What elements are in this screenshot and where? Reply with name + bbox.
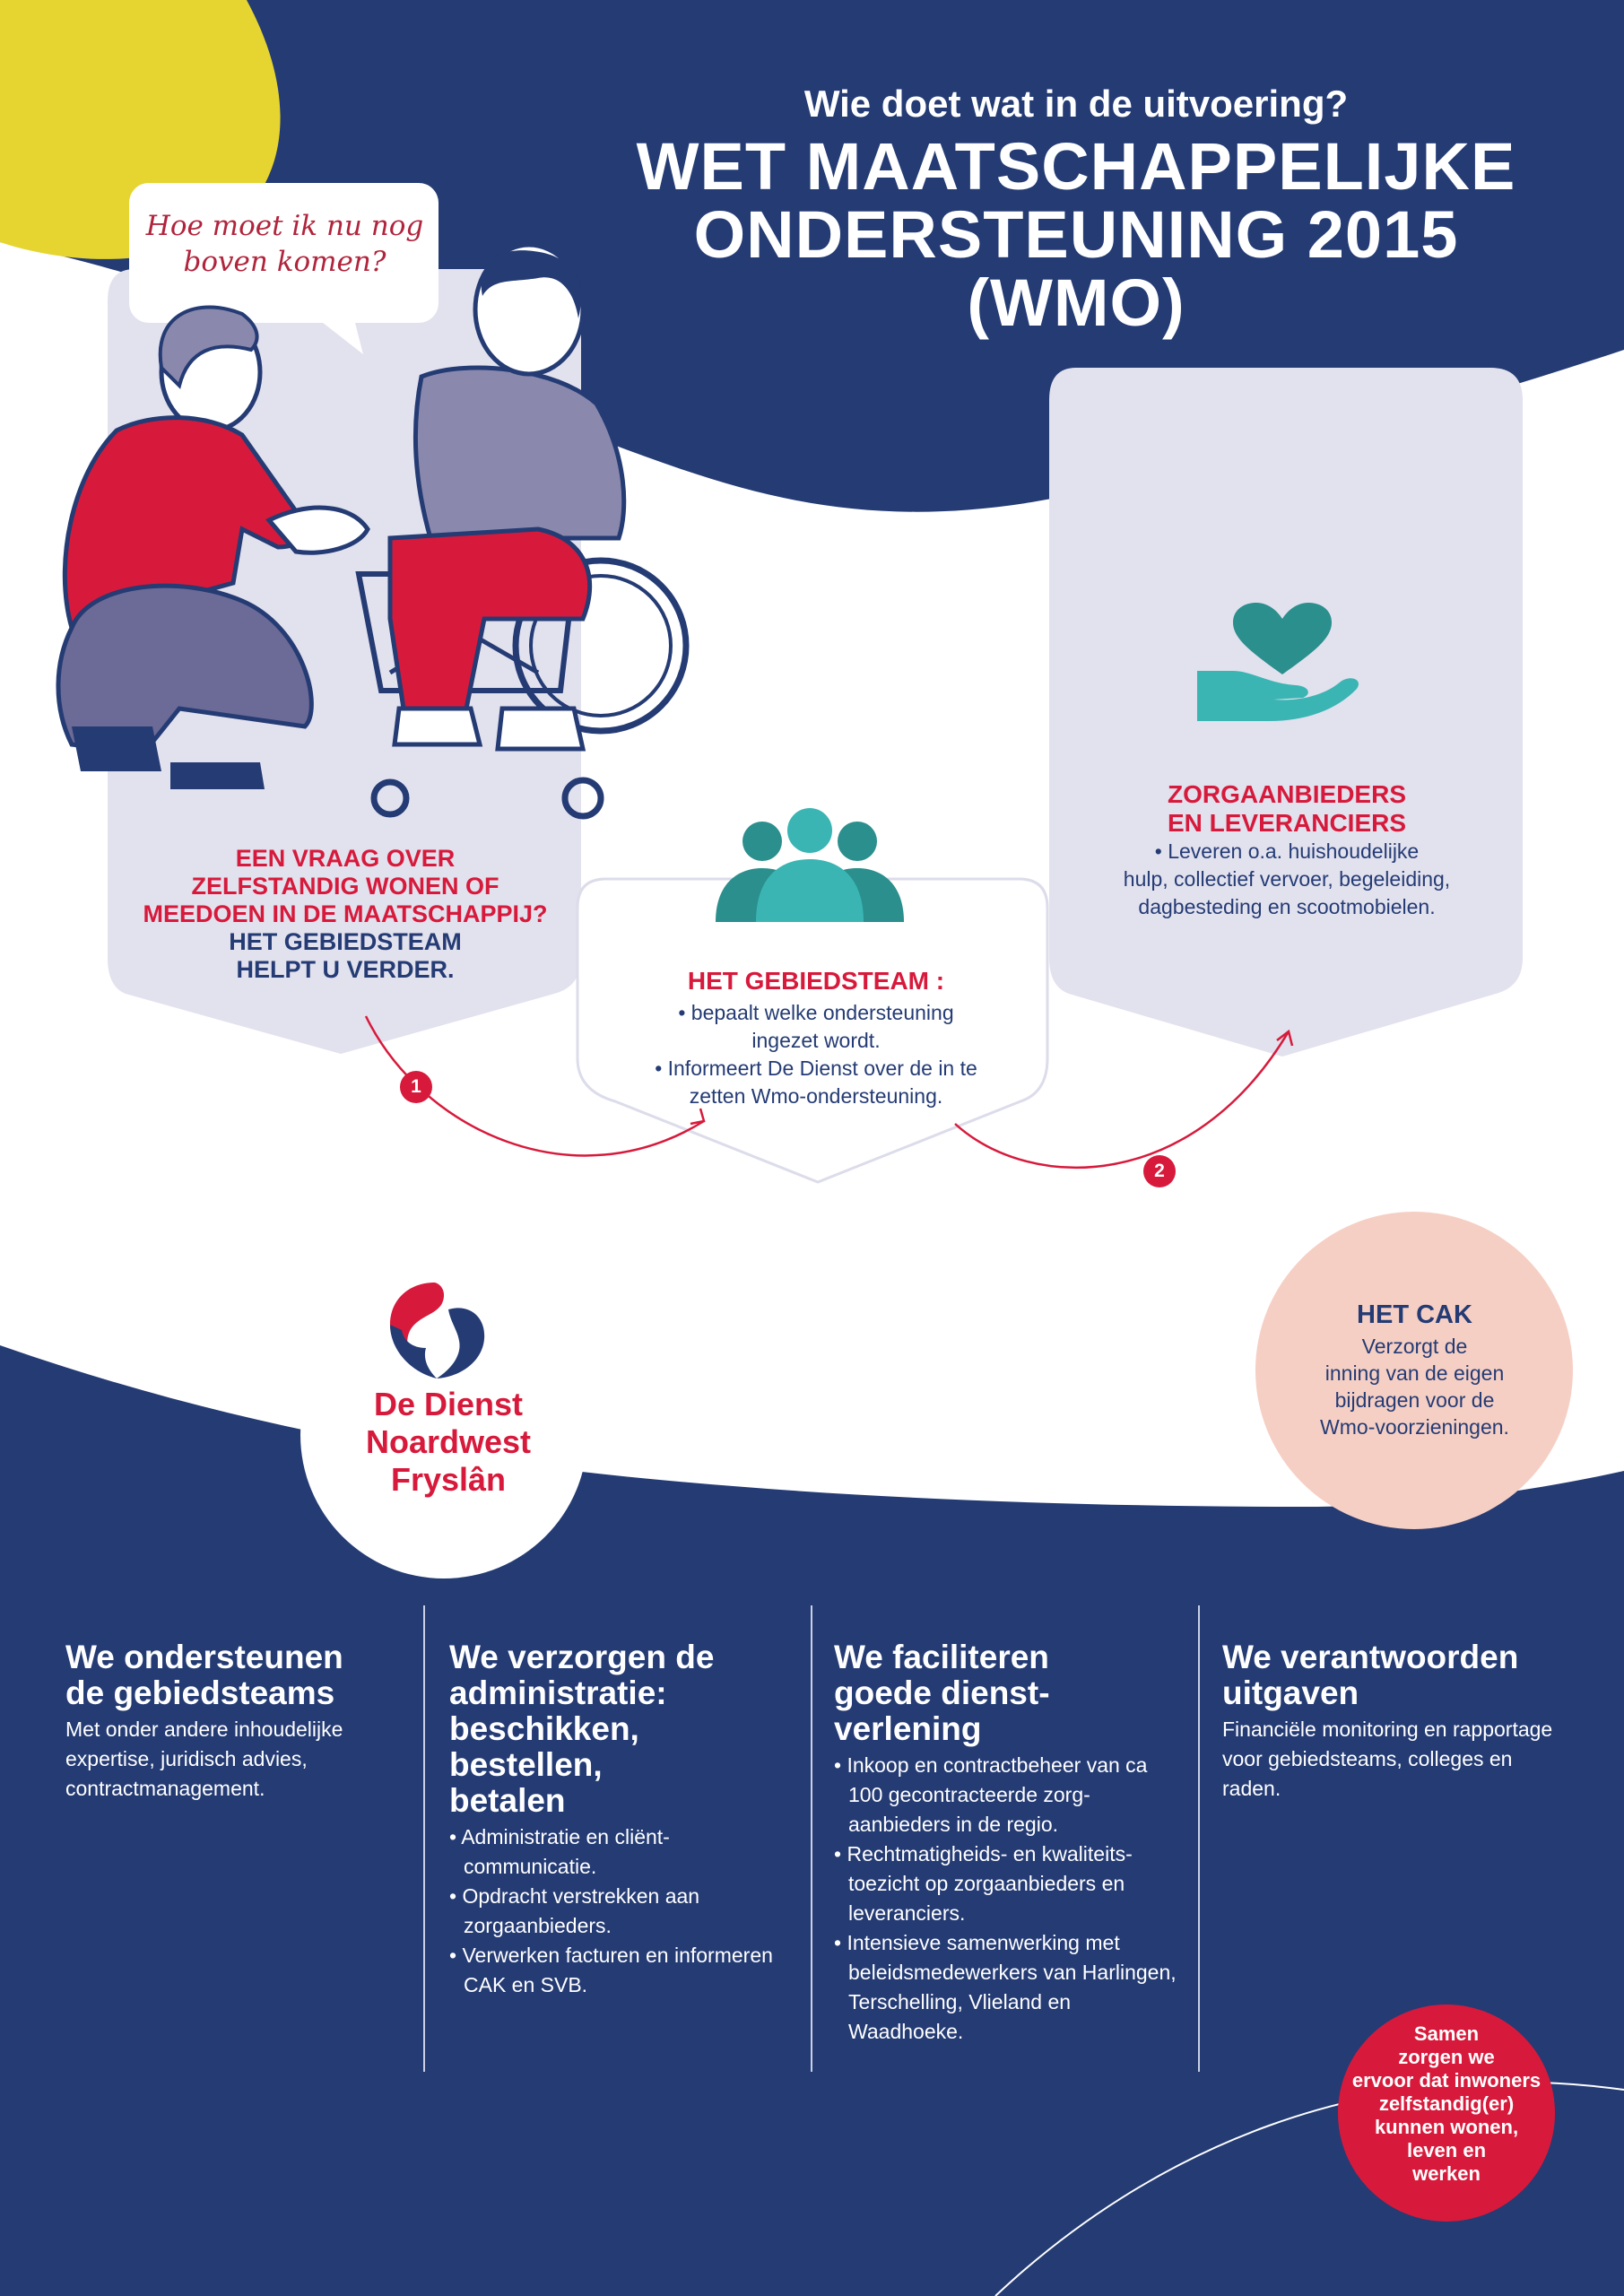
- column-bullets: Inkoop en contractbeheer van ca 100 geco…: [834, 1751, 1184, 2047]
- speech-bubble: [129, 183, 439, 323]
- samen-text: Samen zorgen we ervoor dat inwoners zelf…: [1338, 2022, 1555, 2186]
- column-heading: We verzorgen de administratie: beschikke…: [449, 1639, 799, 1819]
- column-text: Financiële monitoring en rapportage voor…: [1222, 1718, 1553, 1800]
- gebiedsteam-line: zetten Wmo-ondersteuning.: [689, 1084, 943, 1108]
- cak-line: bijdragen voor de: [1334, 1388, 1495, 1412]
- column-heading: We verantwoorden uitgaven: [1222, 1639, 1572, 1711]
- heading-line: We verzorgen de: [449, 1639, 715, 1675]
- cak-line: inning van de eigen: [1324, 1361, 1505, 1385]
- bullet-item: Opdracht verstrekken aan zorgaanbieders.: [449, 1882, 799, 1941]
- column-administratie: We verzorgen de administratie: beschikke…: [449, 1639, 799, 2000]
- de-dienst-logo-text: De Dienst Noardwest Fryslân: [300, 1386, 596, 1499]
- step-2-badge: 2: [1143, 1155, 1176, 1187]
- elderly-man: [387, 242, 627, 752]
- samen-line: werken: [1412, 2162, 1481, 2185]
- logo-line: De Dienst: [373, 1386, 524, 1422]
- gebiedsteam-line: • Informeert De Dienst over de in te: [655, 1057, 977, 1080]
- column-divider: [423, 1605, 425, 2072]
- samen-line: Samen: [1413, 2022, 1480, 2045]
- zorg-line: • Leveren o.a. huishoudelijke: [1154, 839, 1420, 863]
- heading-line: verlening: [834, 1710, 982, 1747]
- column-bullets: Administratie en cliënt-communicatie. Op…: [449, 1822, 799, 2000]
- title-line: (WMO): [967, 265, 1185, 340]
- column-heading: We ondersteunen de gebiedsteams: [65, 1639, 415, 1711]
- answer-text: HET GEBIEDSTEAM HELPT U VERDER.: [108, 928, 583, 984]
- column-ondersteunen: We ondersteunen de gebiedsteams Met onde…: [65, 1639, 415, 1804]
- samen-badge: [1338, 2005, 1555, 2222]
- answer-line: HET GEBIEDSTEAM: [229, 928, 462, 955]
- step-1-badge: 1: [400, 1071, 432, 1103]
- caregiver: [56, 305, 370, 789]
- heading-line: betalen: [449, 1782, 566, 1819]
- heart-hand-icon: [1197, 603, 1359, 721]
- column-divider: [811, 1605, 812, 2072]
- samen-line: ervoor dat inwoners: [1351, 2069, 1541, 2092]
- gebiedsteam-line: ingezet wordt.: [751, 1029, 881, 1052]
- heading-line: goede dienst-: [834, 1674, 1050, 1711]
- speech-line: boven komen?: [183, 246, 386, 278]
- bullet-item: Rechtmatigheids- en kwaliteits-toezicht …: [834, 1839, 1184, 1928]
- gebiedsteam-title: HET GEBIEDSTEAM :: [687, 967, 945, 995]
- cak-title: HET CAK: [1357, 1300, 1472, 1329]
- title-line: ONDERSTEUNING 2015: [693, 197, 1459, 272]
- samen-line: zorgen we: [1398, 2046, 1495, 2068]
- question-text: EEN VRAAG OVER ZELFSTANDIG WONEN OF MEED…: [108, 845, 583, 928]
- column-divider: [1198, 1605, 1200, 2072]
- question-line: EEN VRAAG OVER: [235, 845, 456, 872]
- zorg-line: hulp, collectief vervoer, begeleiding,: [1123, 867, 1451, 891]
- zorg-line: dagbesteding en scootmobielen.: [1138, 895, 1436, 918]
- heading-line: We verantwoorden: [1222, 1639, 1519, 1675]
- column-verantwoorden: We verantwoorden uitgaven Financiële mon…: [1222, 1639, 1572, 1804]
- heading-line: beschikken,: [449, 1710, 639, 1747]
- question-line: ZELFSTANDIG WONEN OF: [191, 873, 499, 900]
- column-text: Met onder andere inhoudelijke expertise,…: [65, 1718, 343, 1800]
- logo-line: Noardwest: [365, 1423, 532, 1460]
- cak-text: Verzorgt de inning van de eigen bijdrage…: [1260, 1333, 1569, 1440]
- column-faciliteren: We faciliteren goede dienst- verlening I…: [834, 1639, 1184, 2047]
- samen-line: leven en: [1406, 2139, 1487, 2161]
- zorg-title-line: EN LEVERANCIERS: [1167, 809, 1407, 837]
- cak-line: Wmo-voorzieningen.: [1320, 1415, 1509, 1439]
- samen-line: kunnen wonen,: [1374, 2116, 1519, 2138]
- bullet-item: Administratie en cliënt-communicatie.: [449, 1822, 799, 1882]
- heading-line: We faciliteren: [834, 1639, 1049, 1675]
- column-heading: We faciliteren goede dienst- verlening: [834, 1639, 1184, 1747]
- zorg-text: • Leveren o.a. huishoudelijke hulp, coll…: [1049, 838, 1524, 921]
- speech-line: Hoe moet ik nu nog: [145, 210, 424, 242]
- heading-line: uitgaven: [1222, 1674, 1359, 1711]
- gebiedsteam-line: • bepaalt welke ondersteuning: [678, 1001, 954, 1024]
- title-line: WET MAATSCHAPPELIJKE: [636, 129, 1516, 204]
- cak-line: Verzorgt de: [1361, 1335, 1468, 1358]
- heading-line: bestellen,: [449, 1746, 603, 1783]
- bullet-item: Verwerken facturen en informeren CAK en …: [449, 1941, 799, 2000]
- answer-line: HELPT U VERDER.: [236, 956, 455, 983]
- speech-text: Hoe moet ik nu nog boven komen?: [135, 208, 435, 280]
- bullet-item: Inkoop en contractbeheer van ca 100 geco…: [834, 1751, 1184, 1839]
- caregiver-wheelchair-illustration: [56, 242, 690, 820]
- heading-line: We ondersteunen: [65, 1639, 343, 1675]
- zorg-title: ZORGAANBIEDERS EN LEVERANCIERS: [1049, 780, 1524, 838]
- page-title: WET MAATSCHAPPELIJKE ONDERSTEUNING 2015 …: [502, 133, 1624, 337]
- bullet-item: Intensieve samenwerking met beleidsmedew…: [834, 1928, 1184, 2047]
- question-line: MEEDOEN IN DE MAATSCHAPPIJ?: [143, 900, 548, 927]
- gebiedsteam-text: • bepaalt welke ondersteuning ingezet wo…: [583, 999, 1049, 1110]
- logo-line: Fryslân: [390, 1461, 507, 1498]
- zorg-title-line: ZORGAANBIEDERS: [1167, 780, 1406, 808]
- people-group-icon: [716, 808, 904, 922]
- subtitle: Wie doet wat in de uitvoering?: [803, 83, 1349, 125]
- de-dienst-logo-icon: [390, 1283, 485, 1378]
- samen-line: zelfstandig(er): [1378, 2092, 1515, 2115]
- heading-line: administratie:: [449, 1674, 667, 1711]
- heading-line: de gebiedsteams: [65, 1674, 335, 1711]
